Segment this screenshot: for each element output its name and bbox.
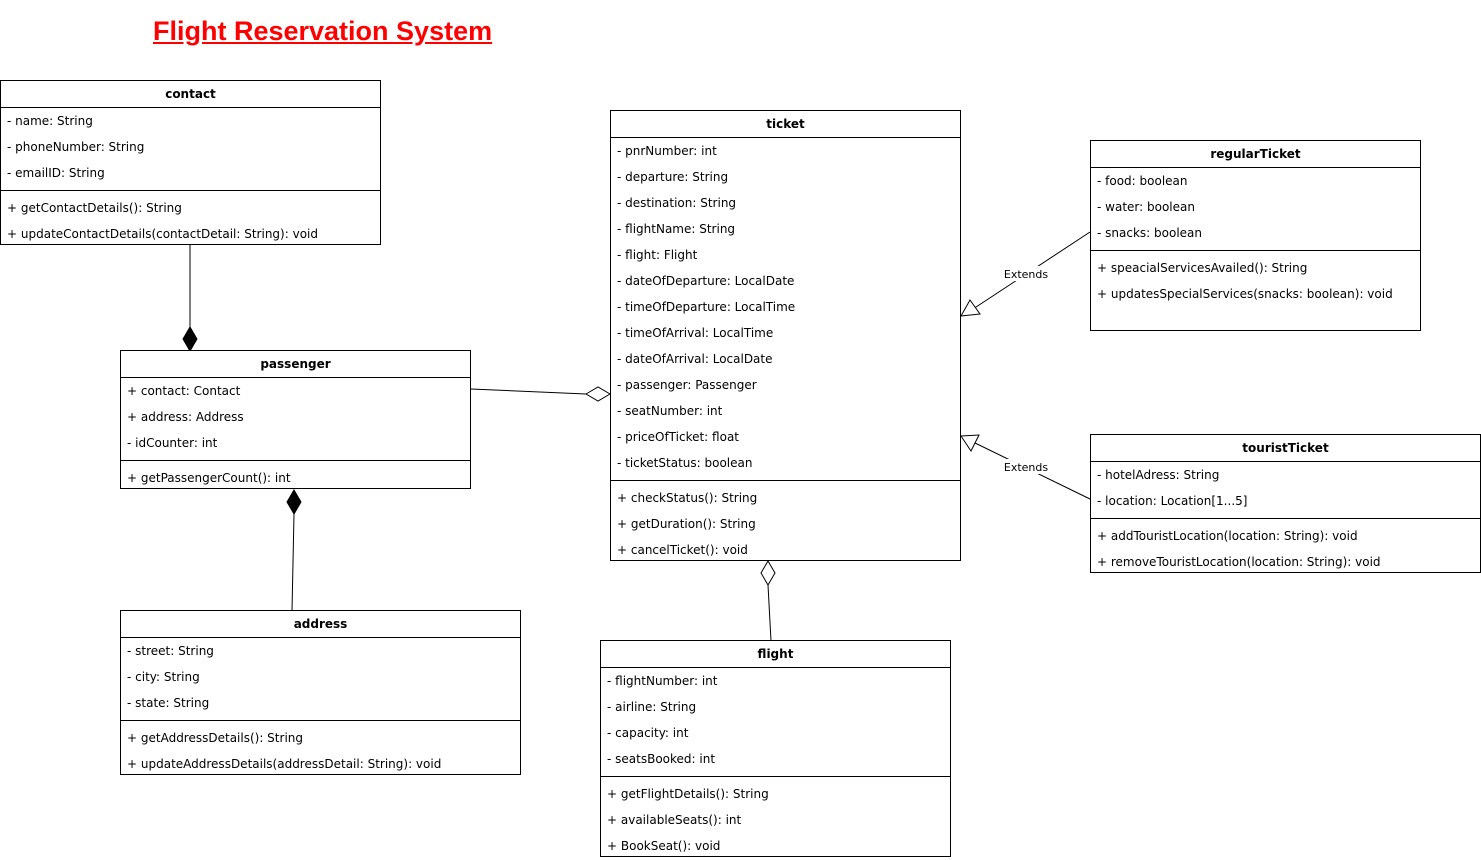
- attribute: - destination: String: [617, 196, 737, 210]
- attribute: - dateOfArrival: LocalDate: [617, 352, 773, 366]
- operations-section: + speacialServicesAvailed(): String + up…: [1091, 251, 1420, 307]
- generalization-arrow-icon: [960, 434, 980, 452]
- class-flight[interactable]: flight - flightNumber: int - airline: St…: [600, 640, 951, 857]
- attributes-section: - hotelAdress: String - location: Locati…: [1091, 462, 1480, 519]
- class-name: contact: [1, 81, 380, 108]
- operations-section: + getContactDetails(): String + updateCo…: [1, 191, 380, 247]
- attributes-section: + contact: Contact + address: Address - …: [121, 378, 470, 461]
- aggregation-diamond-icon: [585, 386, 611, 402]
- attribute: - state: String: [127, 696, 210, 710]
- class-contact[interactable]: contact - name: String - phoneNumber: St…: [0, 80, 381, 245]
- attribute: - phoneNumber: String: [7, 140, 145, 154]
- operation: + addTouristLocation(location: String): …: [1097, 529, 1358, 543]
- diagram-title: Flight Reservation System: [153, 16, 493, 46]
- class-name: ticket: [611, 111, 960, 138]
- operation: + availableSeats(): int: [607, 813, 742, 827]
- class-name: address: [121, 611, 520, 638]
- attribute: - seatsBooked: int: [607, 752, 716, 766]
- operation: + getAddressDetails(): String: [127, 731, 303, 745]
- attribute: - hotelAdress: String: [1097, 468, 1220, 482]
- operations-section: + checkStatus(): String + getDuration():…: [611, 481, 960, 563]
- attribute: - seatNumber: int: [617, 404, 723, 418]
- class-name: passenger: [121, 351, 470, 378]
- attribute: - flight: Flight: [617, 248, 698, 262]
- operation: + getPassengerCount(): int: [127, 471, 291, 485]
- passenger-ticket-aggregation-line: [470, 388, 587, 395]
- attribute: - name: String: [7, 114, 93, 128]
- aggregation-diamond-icon: [760, 560, 776, 586]
- attributes-section: - food: boolean - water: boolean - snack…: [1091, 168, 1420, 251]
- regular-extends-line: [972, 231, 1091, 310]
- attribute: - idCounter: int: [127, 436, 218, 450]
- operations-section: + getAddressDetails(): String + updateAd…: [121, 721, 520, 777]
- attribute: - dateOfDeparture: LocalDate: [617, 274, 795, 288]
- attributes-section: - pnrNumber: int - departure: String - d…: [611, 138, 960, 481]
- class-address[interactable]: address - street: String - city: String …: [120, 610, 521, 775]
- attribute: - priceOfTicket: float: [617, 430, 739, 444]
- attribute: - emailID: String: [7, 166, 105, 180]
- attribute: - flightNumber: int: [607, 674, 718, 688]
- class-regular-ticket[interactable]: regularTicket - food: boolean - water: b…: [1090, 140, 1421, 331]
- attribute: - timeOfArrival: LocalTime: [617, 326, 774, 340]
- class-passenger[interactable]: passenger + contact: Contact + address: …: [120, 350, 471, 489]
- operation: + speacialServicesAvailed(): String: [1097, 261, 1308, 275]
- attribute: - pnrNumber: int: [617, 144, 717, 158]
- class-name: regularTicket: [1091, 141, 1420, 168]
- attribute: - timeOfDeparture: LocalTime: [617, 300, 796, 314]
- class-tourist-ticket[interactable]: touristTicket - hotelAdress: String - lo…: [1090, 434, 1481, 573]
- operations-section: + getFlightDetails(): String + available…: [601, 777, 950, 859]
- attribute: - airline: String: [607, 700, 697, 714]
- class-ticket[interactable]: ticket - pnrNumber: int - departure: Str…: [610, 110, 961, 561]
- operation: + getContactDetails(): String: [7, 201, 182, 215]
- attributes-section: - street: String - city: String - state:…: [121, 638, 520, 721]
- class-name: touristTicket: [1091, 435, 1480, 462]
- operation: + checkStatus(): String: [617, 491, 758, 505]
- attribute: - city: String: [127, 670, 200, 684]
- attribute: - ticketStatus: boolean: [617, 456, 753, 470]
- operation: + getFlightDetails(): String: [607, 787, 769, 801]
- tourist-extends-line: [972, 441, 1091, 500]
- attribute: - location: Location[1...5]: [1097, 494, 1248, 508]
- composition-diamond-icon: [182, 326, 198, 352]
- generalization-arrow-icon: [960, 299, 981, 317]
- operation: + getDuration(): String: [617, 517, 756, 531]
- attribute: - flightName: String: [617, 222, 736, 236]
- attributes-section: - flightNumber: int - airline: String - …: [601, 668, 950, 777]
- attribute: - snacks: boolean: [1097, 226, 1202, 240]
- operation: + updateContactDetails(contactDetail: St…: [7, 227, 318, 241]
- operation: + removeTouristLocation(location: String…: [1097, 555, 1381, 569]
- composition-diamond-icon: [286, 489, 302, 515]
- operation: + cancelTicket(): void: [617, 543, 748, 557]
- attribute: - capacity: int: [607, 726, 689, 740]
- attribute: + contact: Contact: [127, 384, 241, 398]
- attribute: - street: String: [127, 644, 214, 658]
- operation: + updatesSpecialServices(snacks: boolean…: [1097, 287, 1393, 301]
- extends-label: Extends: [1004, 461, 1048, 474]
- ticket-flight-aggregation-line: [767, 584, 772, 642]
- class-name: flight: [601, 641, 950, 668]
- operation: + BookSeat(): void: [607, 839, 721, 853]
- operation: + updateAddressDetails(addressDetail: St…: [127, 757, 442, 771]
- passenger-address-composition-line: [291, 513, 295, 612]
- attribute: - water: boolean: [1097, 200, 1195, 214]
- attribute: - food: boolean: [1097, 174, 1188, 188]
- operations-section: + addTouristLocation(location: String): …: [1091, 519, 1480, 575]
- attribute: + address: Address: [127, 410, 244, 424]
- attribute: - passenger: Passenger: [617, 378, 757, 392]
- attribute: - departure: String: [617, 170, 729, 184]
- attributes-section: - name: String - phoneNumber: String - e…: [1, 108, 380, 191]
- extends-label: Extends: [1004, 268, 1048, 281]
- operations-section: + getPassengerCount(): int: [121, 461, 470, 491]
